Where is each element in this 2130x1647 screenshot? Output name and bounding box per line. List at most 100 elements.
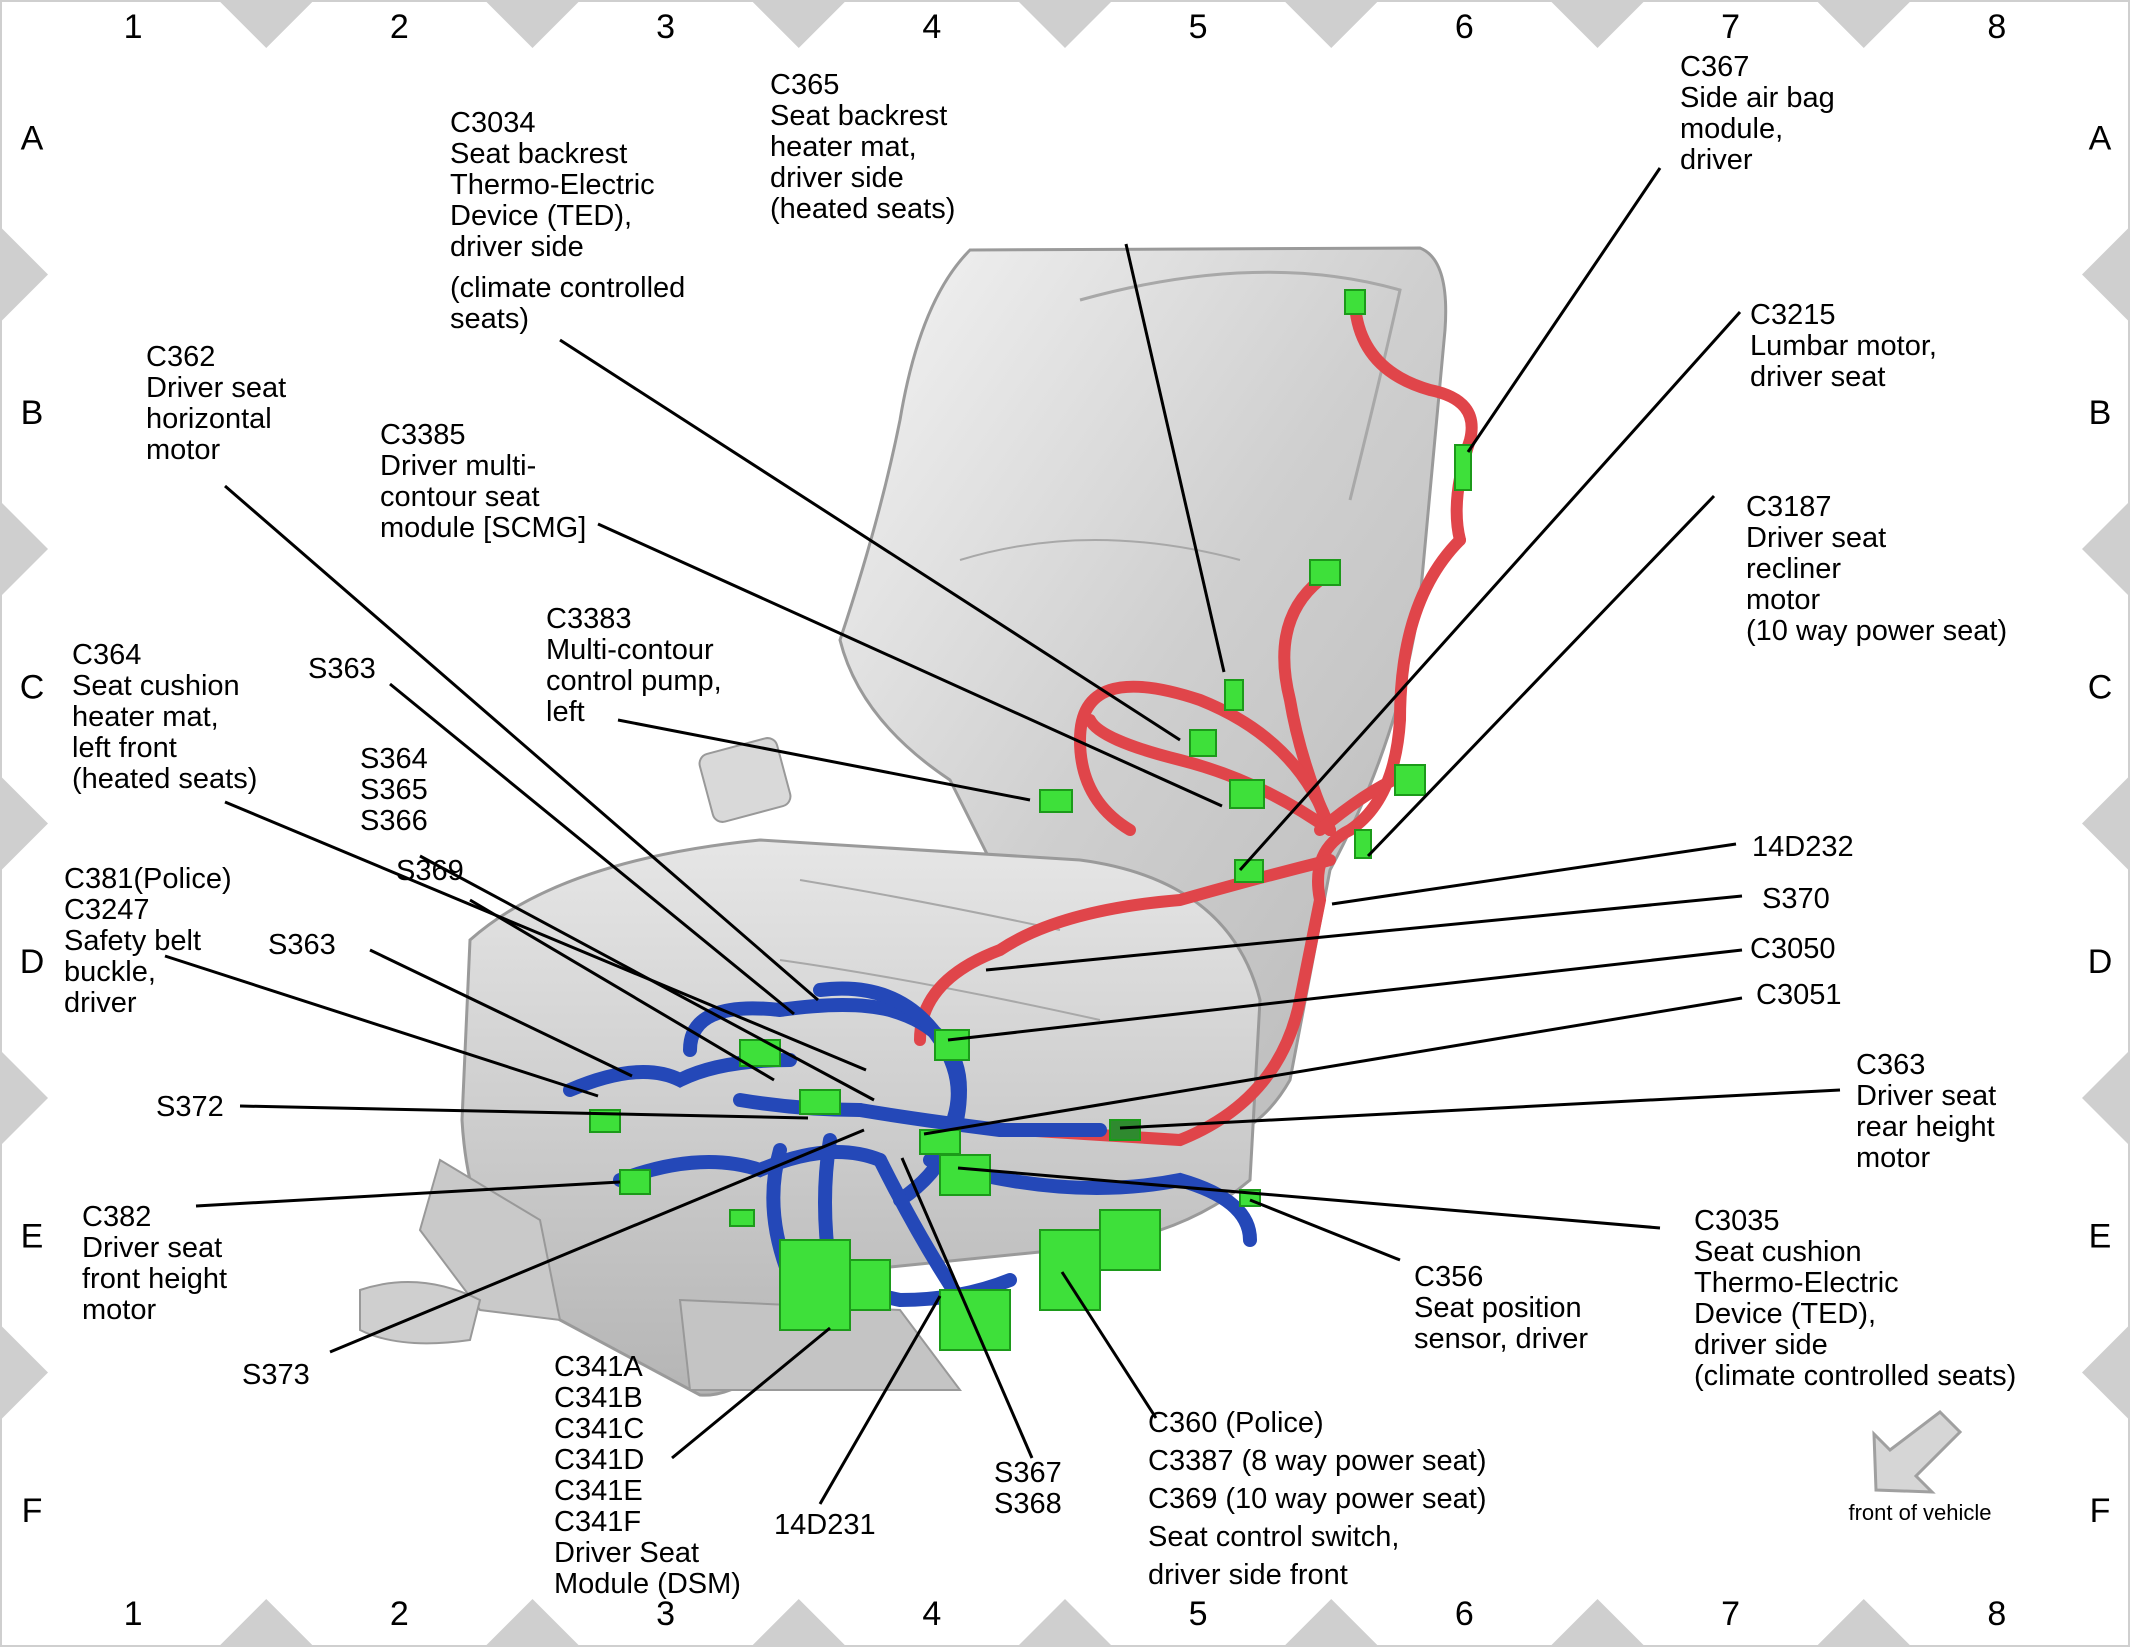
border-diamond [1283, 1599, 1380, 1647]
callout-line: C341C [554, 1413, 644, 1445]
callout-line: S364 [360, 743, 428, 775]
callout-line: Driver seat [82, 1232, 222, 1264]
column-label-bottom: 6 [1455, 1595, 1474, 1633]
row-label-right: D [2088, 943, 2113, 981]
column-label-top: 3 [656, 8, 675, 46]
callout-line: C362 [146, 341, 215, 373]
border-diamond [2082, 501, 2130, 597]
callout-line: sensor, driver [1414, 1323, 1588, 1355]
callout-s370: S370 [1762, 883, 1830, 915]
callout-line: S365 [360, 774, 428, 806]
column-label-bottom: 8 [1987, 1595, 2006, 1633]
border-diamond [0, 1050, 48, 1146]
row-label-right: B [2089, 394, 2112, 432]
callout-line: Side air bag [1680, 82, 1835, 114]
border-diamond [484, 0, 581, 48]
callout-line: Lumbar motor, [1750, 330, 1937, 362]
callout-line: S373 [242, 1359, 310, 1391]
callout-line: S363 [268, 929, 336, 961]
callout-line: Multi-contour [546, 634, 714, 666]
callout-line: S369 [396, 855, 464, 887]
callout-line: C365 [770, 69, 839, 101]
border-diamond [1549, 1599, 1646, 1647]
column-label-bottom: 3 [656, 1595, 675, 1633]
callout-line: S368 [994, 1488, 1062, 1520]
front-of-vehicle-label: front of vehicle [1848, 1500, 1991, 1525]
callout-line: C3383 [546, 603, 631, 635]
leader-lines [164, 167, 1841, 1505]
callout-line: C341D [554, 1444, 644, 1476]
callout-line: Driver multi- [380, 450, 536, 482]
callout-line: module [SCMG] [380, 512, 586, 544]
callout-line: driver side front [1148, 1559, 1348, 1591]
callout-line: Thermo-Electric [1694, 1267, 1899, 1299]
callout-line: S372 [156, 1091, 224, 1123]
column-label-top: 8 [1987, 8, 2006, 46]
callout-line: (climate controlled [450, 272, 685, 304]
callout-s372: S372 [156, 1091, 224, 1123]
callout-line: driver seat [1750, 361, 1885, 393]
callout-line: Seat position [1414, 1292, 1582, 1324]
callout-line: S363 [308, 653, 376, 685]
callout-line: driver side [450, 231, 584, 263]
callout-line: Driver seat [1856, 1080, 1996, 1112]
callout-line: heater mat, [770, 131, 917, 163]
callout-line: Driver Seat [554, 1537, 699, 1569]
callout-line: C3035 [1694, 1205, 1779, 1237]
seat-illustration [359, 246, 1448, 1397]
column-label-top: 4 [922, 8, 941, 46]
callout-s373: S373 [242, 1359, 310, 1391]
callout-line: (heated seats) [72, 763, 257, 795]
row-label-left: C [20, 668, 45, 706]
callout-line: motor [1746, 584, 1820, 616]
callout-line: C341B [554, 1382, 643, 1414]
border-diamond [750, 0, 847, 48]
callout-line: Seat backrest [450, 138, 627, 170]
border-diamond [484, 1599, 581, 1647]
callout-line: Driver seat [1746, 522, 1886, 554]
callout-line: C3387 (8 way power seat) [1148, 1445, 1487, 1477]
border-diamond [2082, 226, 2130, 323]
column-label-top: 7 [1721, 8, 1740, 46]
callout-line: C363 [1856, 1049, 1925, 1081]
callout-line: Device (TED), [1694, 1298, 1876, 1330]
callout-line: C381(Police) [64, 863, 232, 895]
callout-line: Driver seat [146, 372, 286, 404]
row-label-left: F [22, 1492, 43, 1530]
border-diamond [1017, 0, 1113, 48]
callout-line: S367 [994, 1457, 1062, 1489]
column-label-bottom: 5 [1189, 1595, 1208, 1633]
callout-line: 14D231 [774, 1509, 876, 1541]
callout-line: contour seat [380, 481, 540, 513]
callout-line: Module (DSM) [554, 1568, 741, 1600]
row-label-left: D [20, 943, 45, 981]
callout-c3050: C3050 [1750, 933, 1835, 965]
callout-line: C341F [554, 1506, 641, 1538]
callout-line: driver side [1694, 1329, 1828, 1361]
callout-line: C341A [554, 1351, 643, 1383]
callout-line: C3247 [64, 894, 149, 926]
column-label-bottom: 2 [390, 1595, 409, 1633]
callout-line: C3385 [380, 419, 465, 451]
callout-line: C369 (10 way power seat) [1148, 1483, 1487, 1515]
border-diamond [2082, 1050, 2130, 1146]
callout-c3051: C3051 [1756, 979, 1841, 1011]
callout-line: Thermo-Electric [450, 169, 655, 201]
front-of-vehicle-arrow-shape [1872, 1410, 1963, 1494]
callout-line: S366 [360, 805, 428, 837]
border-diamond [2082, 775, 2130, 872]
callout-line: front height [82, 1263, 227, 1295]
callout-line: (10 way power seat) [1746, 615, 2007, 647]
